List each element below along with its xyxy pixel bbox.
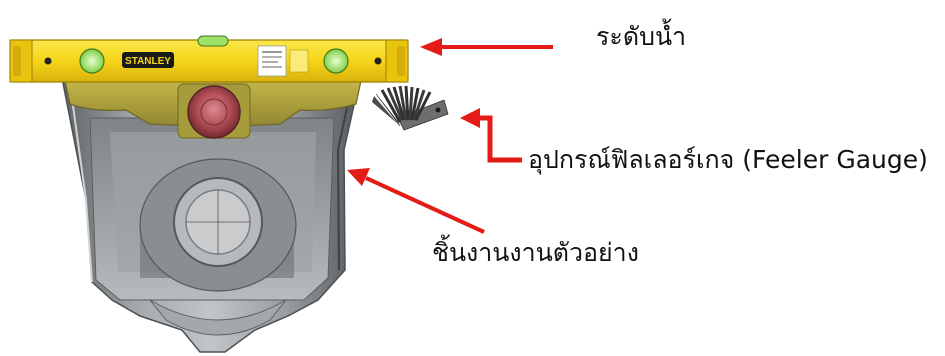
level-vial-left-icon [79, 48, 105, 74]
feeler-gauge-label: อุปกรณ์ฟิลเลอร์เกจ (Feeler Gauge) [528, 145, 928, 174]
brand-badge: STANLEY [125, 56, 171, 67]
spirit-level-label: ระดับน้ำ [596, 22, 687, 51]
level-vial-top-icon [197, 35, 229, 47]
arrow-to-level [420, 38, 553, 56]
level-vial-right-icon [323, 48, 349, 74]
top-plate [63, 75, 363, 139]
bolt-icon [187, 85, 241, 139]
sample-part [61, 77, 361, 353]
spirit-level: STANLEY [9, 35, 409, 83]
sample-part-label: ชิ้นงานงานตัวอย่าง [432, 238, 639, 267]
arrow-to-feeler-gauge [460, 108, 522, 163]
brand-badge-plate [122, 52, 174, 68]
feeler-gauge [372, 85, 449, 131]
arrow-to-sample-part [347, 168, 485, 234]
level-sticker [257, 45, 287, 77]
